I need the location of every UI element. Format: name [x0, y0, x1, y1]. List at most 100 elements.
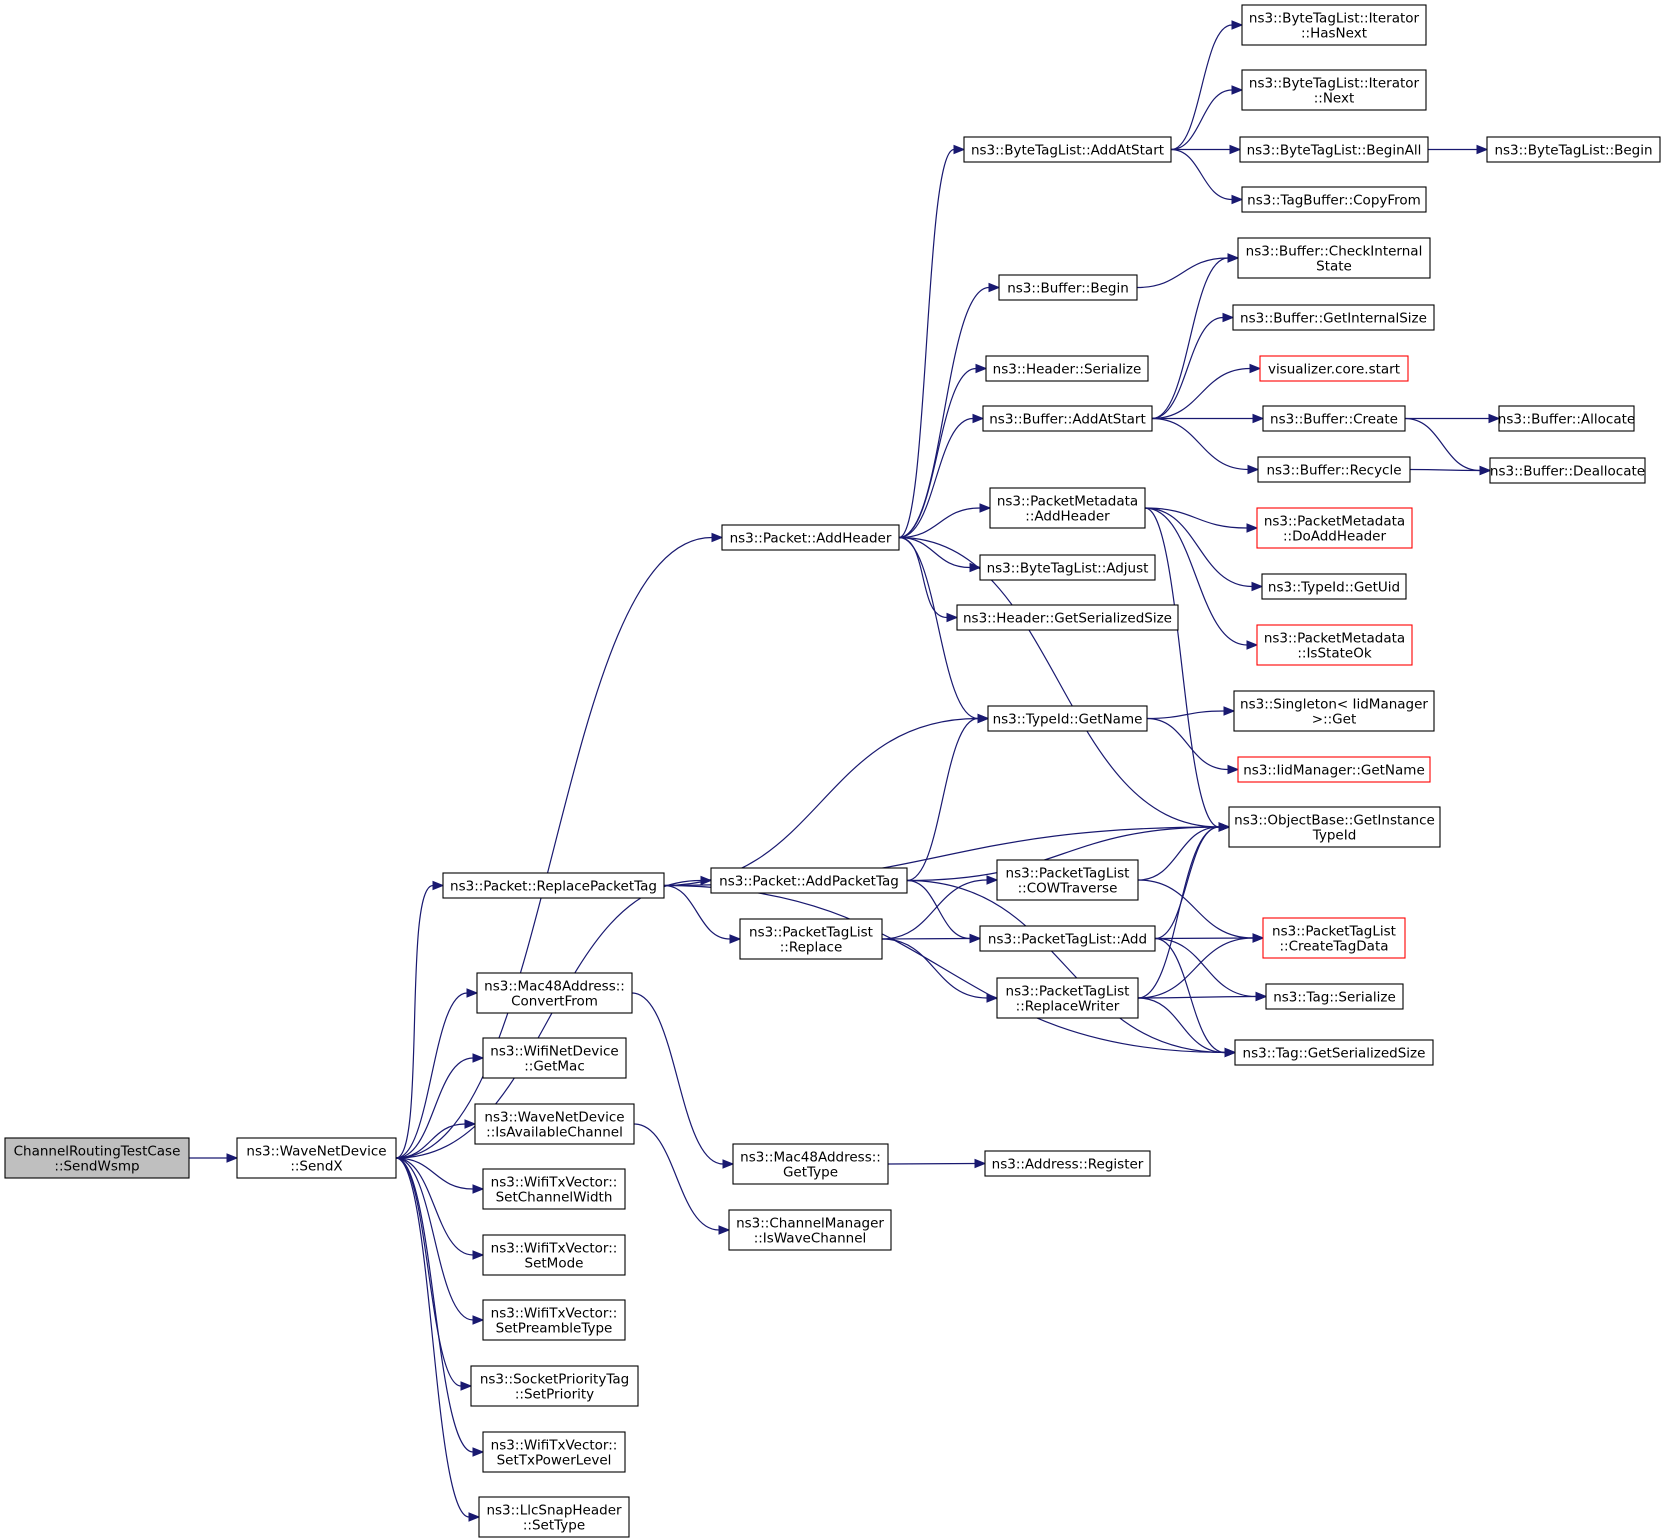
node-buffer-recycle[interactable]: ns3::Buffer::Recycle — [1257, 456, 1411, 483]
node-ptl-createtagdata[interactable]: ns3::PacketTagList::CreateTagData — [1262, 917, 1406, 959]
node-label: ns3::Tag::Serialize — [1273, 990, 1396, 1006]
node-setpriority[interactable]: ns3::SocketPriorityTag::SetPriority — [470, 1365, 639, 1407]
node-iter-hasnext[interactable]: ns3::ByteTagList::Iterator::HasNext — [1241, 4, 1427, 46]
node-bytetag-begin[interactable]: ns3::ByteTagList::Begin — [1486, 136, 1661, 163]
node-label: ::CreateTagData — [1279, 939, 1388, 955]
node-label: ns3::WifiNetDevice — [490, 1044, 618, 1060]
node-tag-serialize[interactable]: ns3::Tag::Serialize — [1265, 983, 1404, 1010]
edge-sendwsmp-to-sendx — [189, 1153, 239, 1163]
node-box — [470, 1365, 639, 1407]
node-visualizer-start[interactable]: visualizer.core.start — [1259, 355, 1409, 382]
node-label: >::Get — [1312, 712, 1356, 728]
edge-pm-addheader-to-pm-doaddheader — [1144, 507, 1259, 533]
edge-pm-addheader-to-objectbase-getinstancetypeid — [1144, 507, 1231, 832]
edge-ptl-replace-to-ptl-replacewriter — [881, 938, 999, 1003]
node-box — [963, 136, 1172, 163]
node-box — [739, 918, 883, 960]
node-ptl-cowtraverse[interactable]: ns3::PacketTagList::COWTraverse — [996, 859, 1139, 901]
node-buffer-deallocate[interactable]: ns3::Buffer::Deallocate — [1489, 457, 1646, 484]
node-channelmanager-iswavechannel[interactable]: ns3::ChannelManager::IsWaveChannel — [728, 1209, 892, 1251]
edge-bytetag-addatstart-to-iter-hasnext — [1170, 20, 1244, 151]
node-pm-addheader[interactable]: ns3::PacketMetadata::AddHeader — [989, 487, 1146, 529]
node-buffer-begin[interactable]: ns3::Buffer::Begin — [998, 274, 1138, 301]
node-typeid-getname[interactable]: ns3::TypeId::GetName — [987, 705, 1148, 732]
node-label: ns3::WifiTxVector:: — [491, 1438, 618, 1454]
node-bytetag-adjust[interactable]: ns3::ByteTagList::Adjust — [979, 554, 1156, 581]
node-setmode[interactable]: ns3::WifiTxVector::SetMode — [482, 1234, 626, 1276]
node-iter-next[interactable]: ns3::ByteTagList::Iterator::Next — [1241, 69, 1427, 111]
node-box — [482, 1299, 626, 1341]
node-buffer-allocate[interactable]: ns3::Buffer::Allocate — [1498, 405, 1635, 432]
node-setpreambletype[interactable]: ns3::WifiTxVector::SetPreambleType — [482, 1299, 626, 1341]
node-label: ns3::Packet::ReplacePacketTag — [450, 879, 657, 895]
edge-addheader-to-bytetag-adjust — [898, 536, 982, 573]
node-box — [1489, 457, 1646, 484]
node-ptl-replace[interactable]: ns3::PacketTagList::Replace — [739, 918, 883, 960]
node-typeid-getuid[interactable]: ns3::TypeId::GetUid — [1261, 573, 1407, 600]
node-ptl-replacewriter[interactable]: ns3::PacketTagList::ReplaceWriter — [996, 977, 1139, 1019]
node-label: ns3::PacketTagList::Add — [988, 932, 1147, 948]
node-label: ns3::PacketMetadata — [997, 494, 1138, 510]
node-box — [996, 859, 1139, 901]
edge-bytetag-addatstart-to-iter-next — [1170, 85, 1244, 151]
node-buffer-create[interactable]: ns3::Buffer::Create — [1262, 405, 1406, 432]
node-pm-doaddheader[interactable]: ns3::PacketMetadata::DoAddHeader — [1256, 507, 1413, 549]
node-addpackettag[interactable]: ns3::Packet::AddPacketTag — [710, 867, 908, 894]
node-buffer-addatstart[interactable]: ns3::Buffer::AddAtStart — [982, 405, 1153, 432]
node-box — [985, 355, 1149, 382]
node-label: ns3::PacketTagList — [1006, 866, 1130, 882]
node-label: ns3::TypeId::GetName — [993, 712, 1143, 728]
node-isavailablechannel[interactable]: ns3::WaveNetDevice::IsAvailableChannel — [474, 1103, 635, 1145]
node-settype[interactable]: ns3::LlcSnapHeader::SetType — [478, 1496, 630, 1538]
node-address-register[interactable]: ns3::Address::Register — [984, 1150, 1151, 1177]
node-box — [1486, 136, 1661, 163]
edge-ptl-replacewriter-to-tag-getserializedsize — [1137, 997, 1237, 1058]
node-header-getserializedsize[interactable]: ns3::Header::GetSerializedSize — [956, 604, 1179, 631]
node-pm-isstateok[interactable]: ns3::PacketMetadata::IsStateOk — [1256, 624, 1413, 666]
node-buffer-getinternalsize[interactable]: ns3::Buffer::GetInternalSize — [1232, 304, 1435, 331]
node-box — [996, 977, 1139, 1019]
node-label: ::SetPriority — [515, 1387, 594, 1403]
node-tag-getserializedsize[interactable]: ns3::Tag::GetSerializedSize — [1234, 1039, 1434, 1066]
edge-ptl-replacewriter-to-objectbase-getinstancetypeid — [1137, 822, 1231, 999]
node-box — [482, 1234, 626, 1276]
node-label: ConvertFrom — [511, 994, 598, 1010]
node-mac48-gettype[interactable]: ns3::Mac48Address::GetType — [732, 1143, 889, 1185]
node-bytetag-addatstart[interactable]: ns3::ByteTagList::AddAtStart — [963, 136, 1172, 163]
node-sendx[interactable]: ns3::WaveNetDevice::SendX — [236, 1137, 397, 1179]
node-bytetag-beginall[interactable]: ns3::ByteTagList::BeginAll — [1239, 136, 1429, 163]
node-label: ::IsStateOk — [1297, 646, 1371, 662]
node-ptl-add[interactable]: ns3::PacketTagList::Add — [979, 925, 1156, 952]
node-getmac[interactable]: ns3::WifiNetDevice::GetMac — [482, 1037, 627, 1079]
node-settxpowerlevel[interactable]: ns3::WifiTxVector::SetTxPowerLevel — [482, 1431, 626, 1473]
node-header-serialize[interactable]: ns3::Header::Serialize — [985, 355, 1149, 382]
node-label: ns3::ByteTagList::BeginAll — [1247, 143, 1422, 159]
node-box — [956, 604, 1179, 631]
node-label: ns3::Buffer::Allocate — [1498, 412, 1635, 428]
node-label: ns3::PacketTagList — [1006, 984, 1130, 1000]
node-tagbuffer-copyfrom[interactable]: ns3::TagBuffer::CopyFrom — [1241, 186, 1427, 213]
node-convertfrom[interactable]: ns3::Mac48Address::ConvertFrom — [476, 972, 633, 1014]
node-box — [979, 925, 1156, 952]
node-addheader[interactable]: ns3::Packet::AddHeader — [721, 524, 900, 551]
edge-sendx-to-convertfrom — [395, 988, 479, 1159]
node-box — [476, 972, 633, 1014]
node-label: ns3::Buffer::CheckInternal — [1246, 244, 1423, 260]
node-setchannelwidth[interactable]: ns3::WifiTxVector::SetChannelWidth — [482, 1168, 626, 1210]
node-label: GetType — [783, 1165, 838, 1181]
node-box — [1257, 456, 1411, 483]
node-sendwsmp[interactable]: ChannelRoutingTestCase::SendWsmp — [4, 1137, 190, 1179]
node-label: ns3::Mac48Address:: — [484, 979, 625, 995]
node-label: SetTxPowerLevel — [497, 1453, 612, 1469]
edge-bytetag-addatstart-to-bytetag-beginall — [1171, 144, 1242, 155]
edge-addpackettag-to-typeid-getname — [906, 713, 990, 882]
node-box — [1239, 136, 1429, 163]
edge-addheader-to-objectbase-getinstancetypeid — [898, 536, 1231, 832]
node-singleton-get[interactable]: ns3::Singleton< IidManager>::Get — [1233, 690, 1435, 732]
node-replacepackettag[interactable]: ns3::Packet::ReplacePacketTag — [442, 872, 665, 899]
node-iidmanager-getname[interactable]: ns3::IidManager::GetName — [1237, 756, 1431, 783]
node-label: ns3::Header::GetSerializedSize — [963, 611, 1172, 627]
node-box — [728, 1209, 892, 1251]
